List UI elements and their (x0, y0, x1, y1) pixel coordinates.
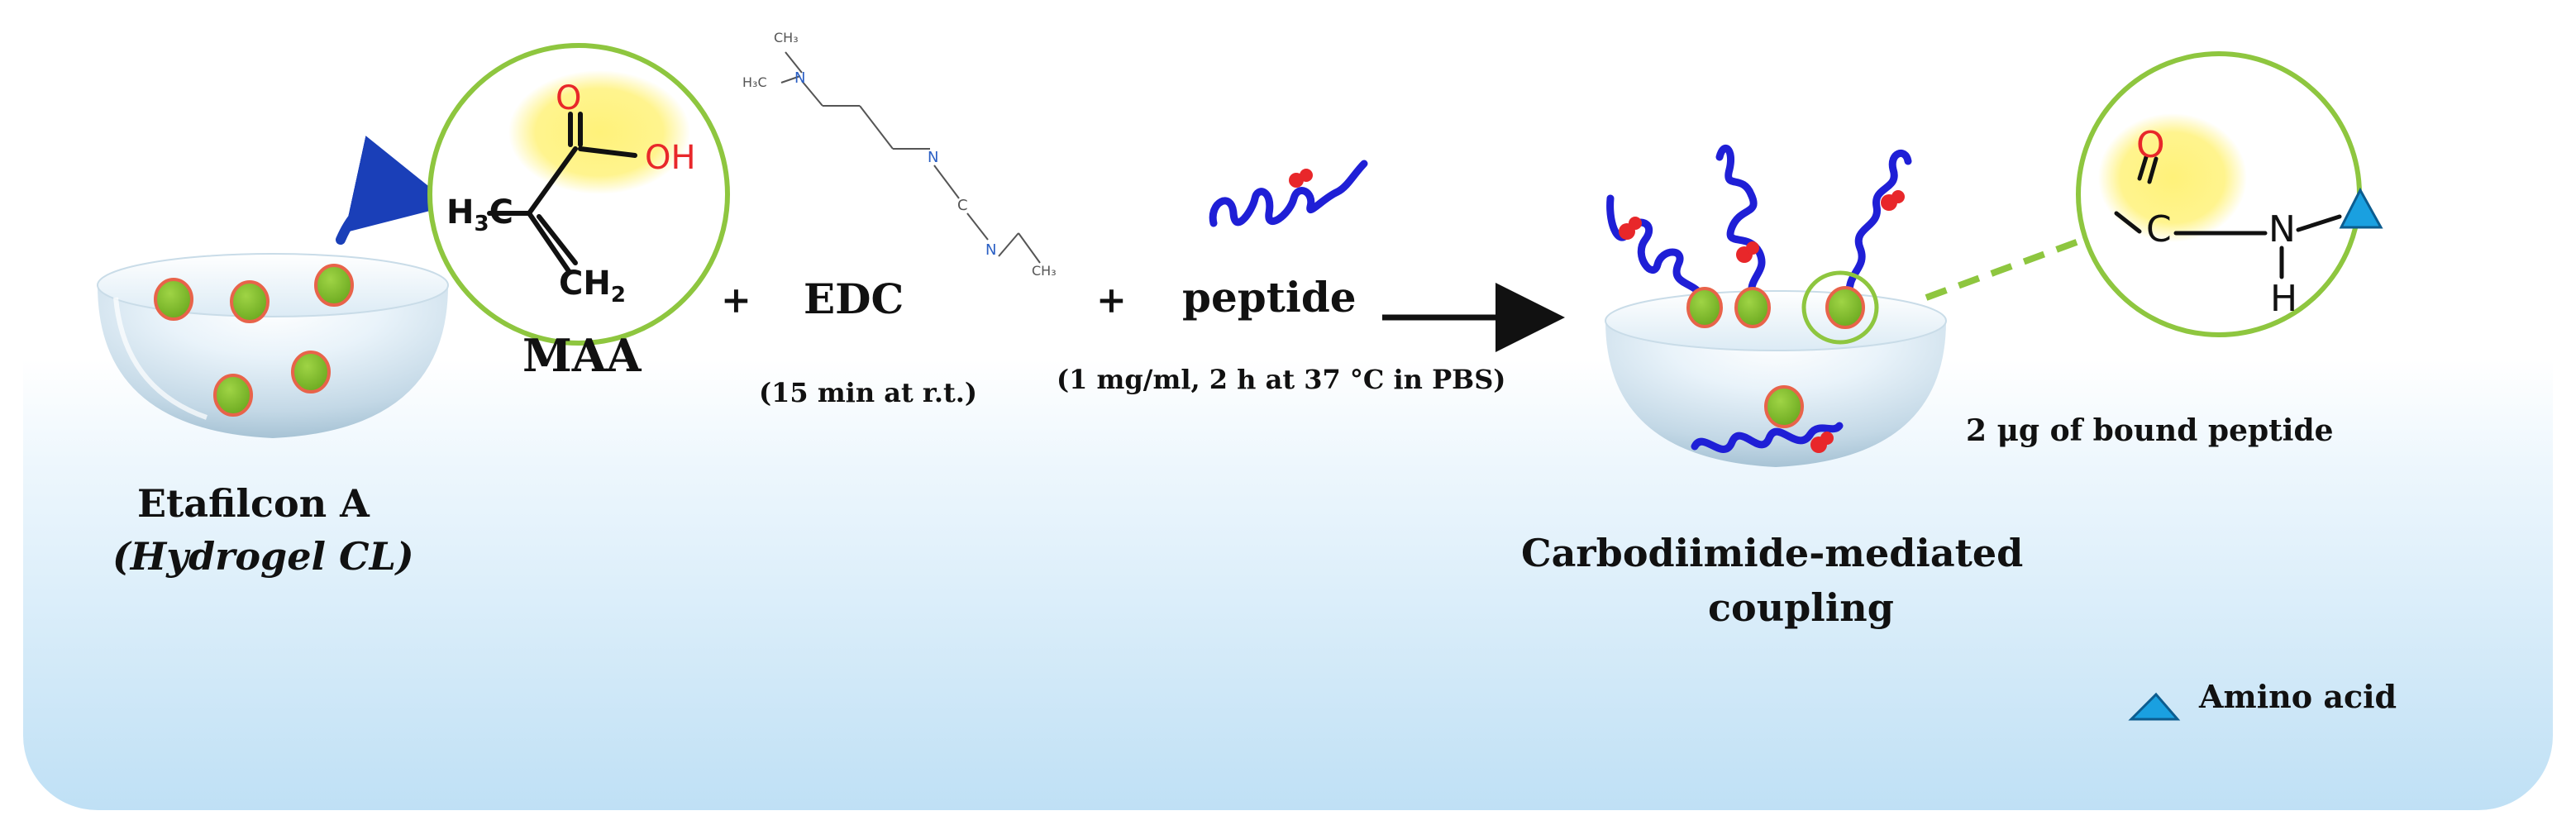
peptide-free (1209, 160, 1368, 227)
maa-structure (487, 112, 637, 274)
amide-atom-n: N (2268, 208, 2296, 250)
amide-atom-o: O (2136, 124, 2165, 166)
maa-h3c-h: H (446, 193, 475, 231)
lens-left-beads (154, 264, 354, 417)
edc-atom-n3: N (985, 241, 997, 259)
maa-ch2-ch: CH (559, 265, 611, 303)
edc-condition: (15 min at r.t.) (759, 377, 978, 408)
bead (1686, 287, 1723, 328)
peptide-label: peptide (1182, 273, 1357, 322)
plus-sign-2: + (1096, 279, 1127, 322)
peptide-condition: (1 mg/ml, 2 h at 37 °C in PBS) (1057, 364, 1506, 395)
bead (1825, 286, 1865, 329)
bead (213, 374, 253, 417)
maa-atom-h3c: H3C (446, 193, 513, 236)
bound-peptide-amount: 2 μg of bound peptide (1966, 413, 2334, 448)
zoom-source-circle (1801, 270, 1879, 345)
edc-atom-ch3-end: CH₃ (1032, 263, 1057, 279)
maa-label: MAA (522, 329, 642, 382)
amino-acid-triangle (2339, 187, 2383, 229)
lens-left-subtitle: (Hydrogel CL) (112, 534, 414, 579)
zoom-connector (1925, 236, 2085, 301)
legend-amino-acid: Amino acid (2199, 678, 2397, 715)
curved-arrow-icon (336, 136, 452, 245)
bead (1734, 287, 1771, 328)
coupling-title-line1: Carbodiimide-mediated (1521, 531, 2024, 575)
maa-atom-oh: OH (645, 139, 696, 177)
edc-atom-ch3-top: CH₃ (774, 30, 799, 45)
maa-h3c-c: C (489, 193, 513, 231)
plus-sign-1: + (721, 279, 751, 322)
lens-left-name: Etafilcon A (137, 481, 370, 526)
bound-peptides (1606, 144, 1912, 453)
maa-ch2-sub: 2 (610, 283, 626, 308)
lens-right-beads (1686, 286, 1865, 428)
edc-atom-c: C (957, 197, 968, 214)
bead (1764, 385, 1804, 428)
edc-atom-h3c: H₃C (742, 74, 767, 90)
amide-structure (2114, 155, 2342, 279)
edc-atom-n1: N (794, 69, 806, 87)
edc-label: EDC (804, 274, 904, 323)
bead (230, 280, 270, 323)
legend-triangle-icon (2128, 692, 2181, 721)
edc-atom-n2: N (928, 149, 939, 166)
amide-highlight (2098, 113, 2247, 242)
maa-highlight (508, 70, 690, 194)
bead (154, 278, 193, 321)
coupling-title-line2: coupling (1708, 585, 1894, 630)
amide-atom-c: C (2146, 208, 2172, 250)
maa-atom-o: O (556, 79, 582, 117)
bound-peptide-red-residues (1619, 190, 1905, 453)
edc-structure (780, 51, 1041, 264)
bead (314, 264, 354, 307)
amide-atom-h: H (2270, 278, 2298, 320)
bead (291, 351, 331, 394)
maa-h3c-sub: 3 (474, 212, 489, 236)
maa-atom-ch2: CH2 (559, 265, 626, 308)
